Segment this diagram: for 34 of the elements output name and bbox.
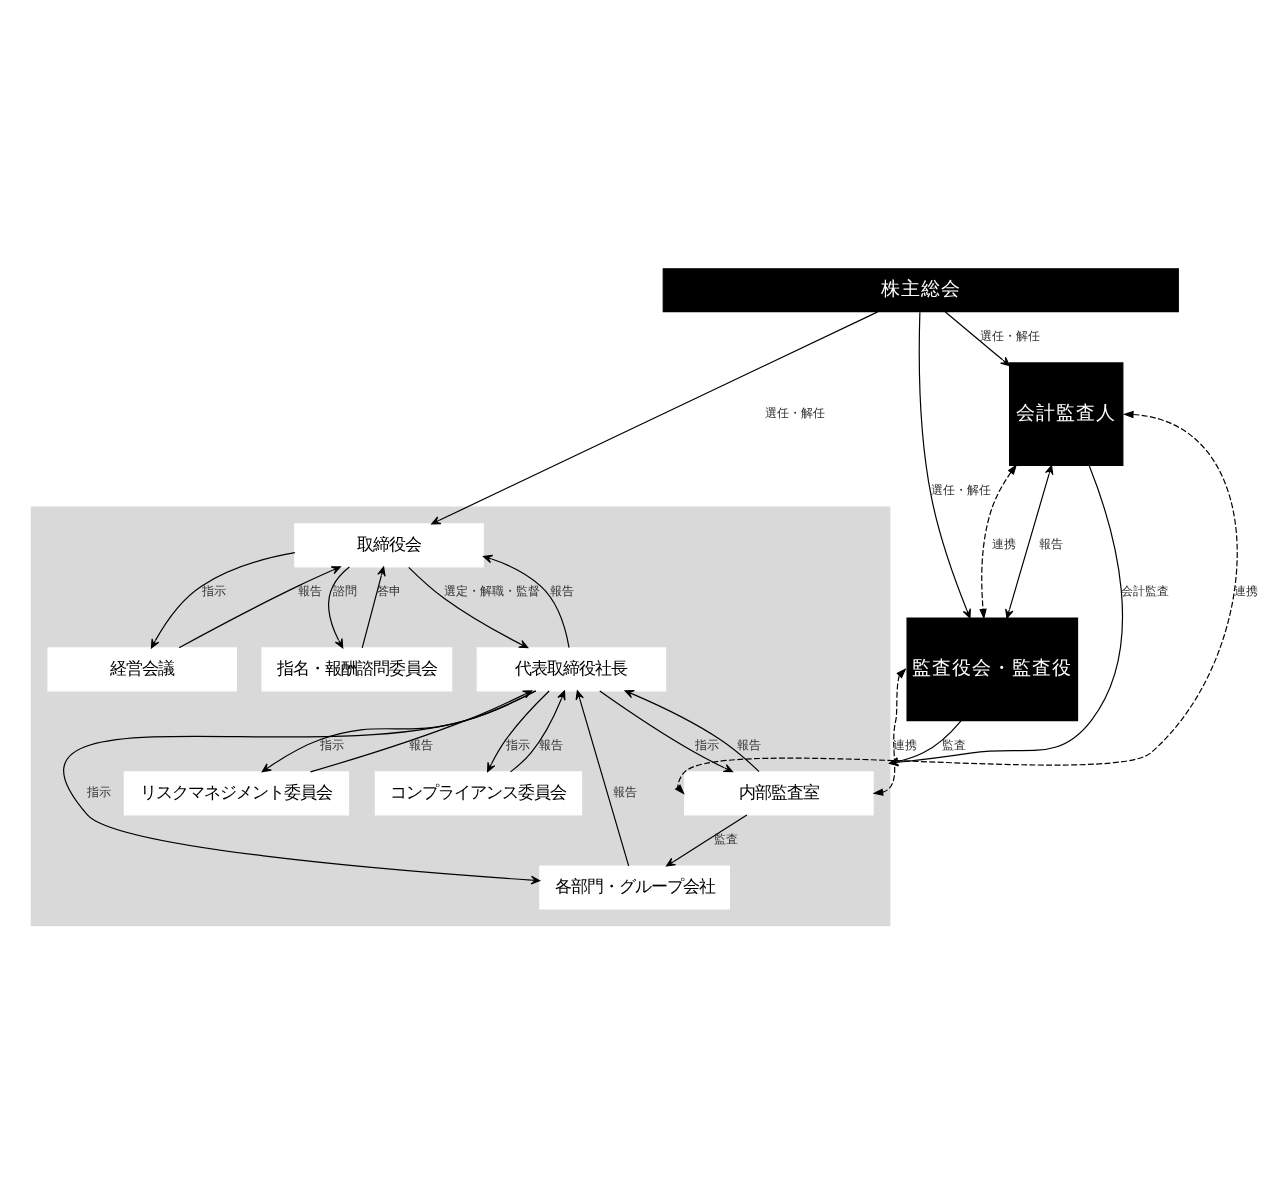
arrow: [979, 463, 1018, 619]
node-box: 指名・報酬諮問委員会: [261, 646, 453, 691]
arrow: [261, 689, 537, 772]
arrow: [918, 310, 971, 618]
arrow: [624, 689, 760, 772]
arrow: [665, 813, 748, 866]
arrow: [872, 667, 907, 795]
node-box: 代表取締役社長: [476, 646, 667, 691]
cluster: [30, 505, 891, 926]
arrow: [309, 689, 533, 772]
node-box: 内部監査室: [684, 770, 874, 815]
arrow: [1005, 464, 1054, 618]
node-box: 各部門・グループ会社: [539, 864, 730, 909]
node-box: 監査役会・監査役: [906, 616, 1079, 721]
arrow: [487, 689, 550, 772]
arrow: [150, 551, 296, 648]
arrow: [674, 409, 1238, 794]
arrow: [599, 689, 733, 772]
arrow: [178, 565, 341, 648]
node-box: 取締役会: [294, 522, 484, 567]
node-box: コンプライアンス委員会: [374, 770, 583, 815]
arrow: [408, 565, 529, 648]
arrow: [431, 310, 879, 524]
node-box: リスクマネジメント委員会: [123, 770, 350, 815]
node-box: 株主総会: [662, 267, 1179, 312]
arrow: [483, 553, 570, 648]
arrow: [509, 689, 566, 772]
arrow: [944, 310, 1010, 366]
node-box: 会計監査人: [1009, 361, 1124, 466]
node-box: 経営会議: [47, 646, 238, 691]
arrow: [63, 689, 541, 884]
arrow: [361, 565, 386, 648]
arrow: [328, 565, 350, 648]
arrow: [575, 689, 630, 866]
